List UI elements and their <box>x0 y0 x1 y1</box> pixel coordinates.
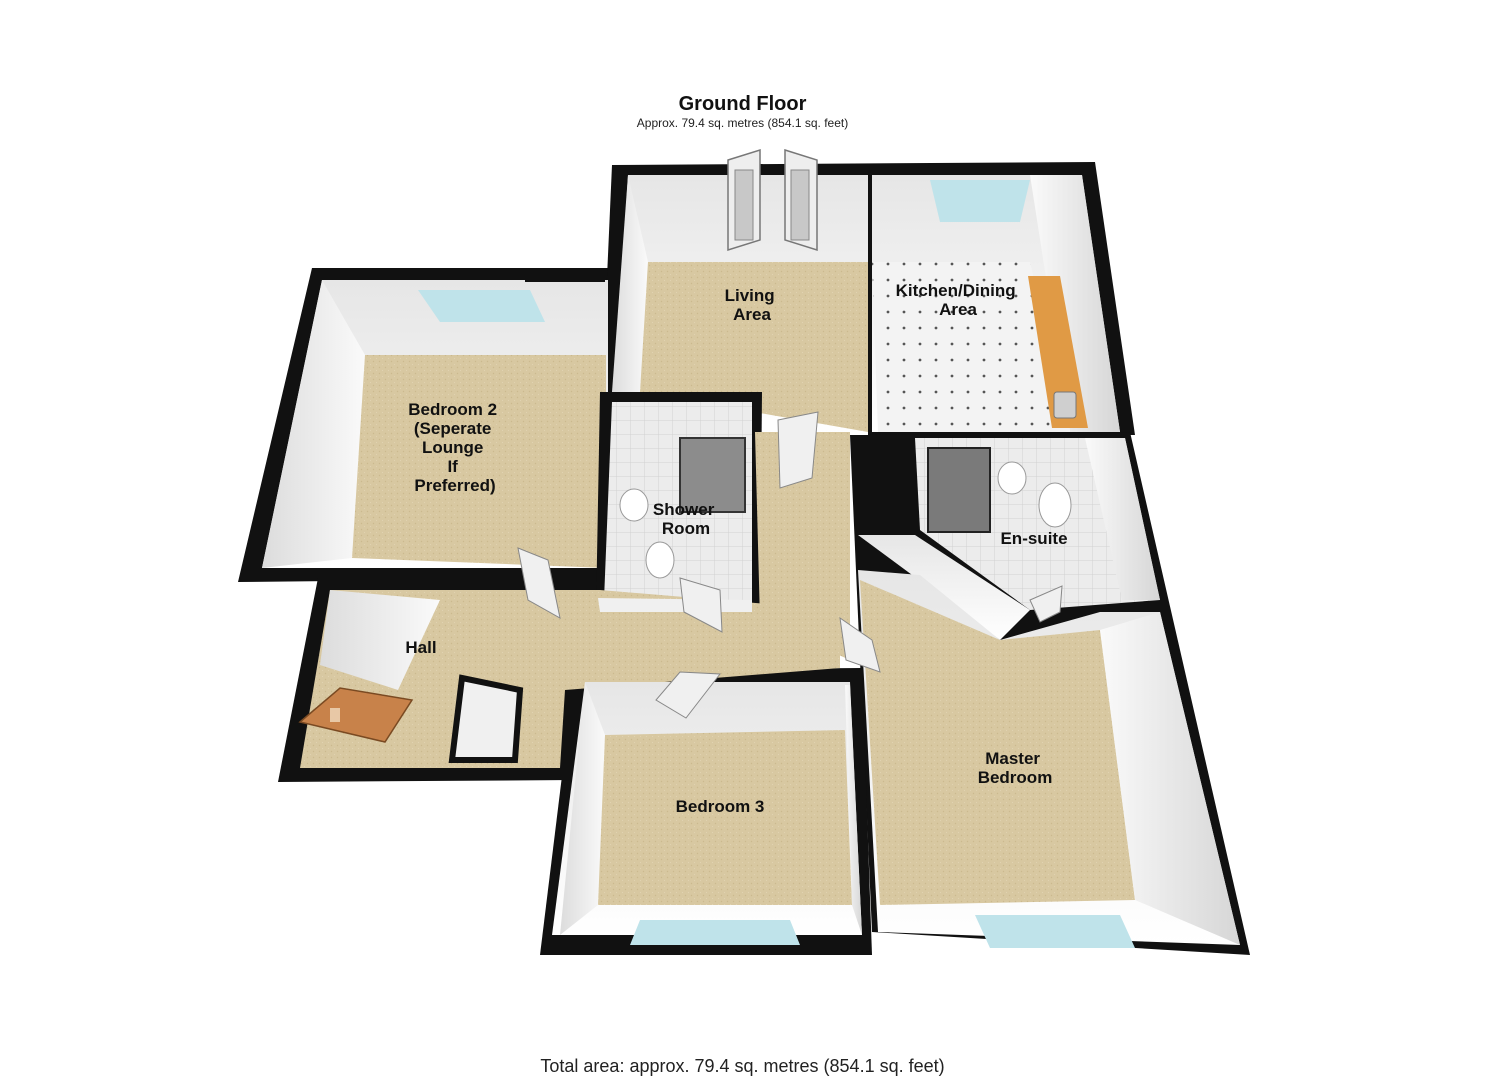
floor-header: Ground Floor Approx. 79.4 sq. metres (85… <box>0 92 1485 131</box>
label-living-area: Living Area <box>725 286 780 324</box>
door-shower <box>679 577 723 633</box>
toilet-icon <box>645 541 675 579</box>
label-line: Area <box>939 300 977 319</box>
interior-doors <box>517 411 1063 673</box>
room-labels: Living Area Kitchen/Dining Area Bedroom … <box>405 281 1067 816</box>
room-en-suite <box>858 438 1160 640</box>
label-en-suite: En-suite <box>1000 529 1067 548</box>
window-kitchen <box>930 180 1030 222</box>
sink-icon <box>1053 391 1077 419</box>
hall-cupboard <box>448 674 524 763</box>
floor-area: Approx. 79.4 sq. metres (854.1 sq. feet) <box>636 116 849 130</box>
label-line: (Seperate <box>414 419 491 438</box>
room-hall <box>298 432 850 768</box>
door-living <box>777 411 819 489</box>
door-en-suite <box>1029 585 1063 623</box>
label-kitchen: Kitchen/Dining Area <box>896 281 1021 319</box>
front-door-icon <box>298 687 414 743</box>
label-hall: Hall <box>405 638 436 657</box>
ensuite-shower <box>927 447 991 533</box>
label-line: If <box>447 457 458 476</box>
label-line: Bedroom <box>978 768 1053 787</box>
label-line: Bedroom 3 <box>676 797 765 816</box>
room-living-area <box>612 148 868 435</box>
window-bedroom-2 <box>418 290 545 322</box>
label-line: Hall <box>405 638 436 657</box>
room-kitchen-dining <box>872 175 1120 432</box>
label-line: Kitchen/Dining <box>896 281 1016 300</box>
total-area: Total area: approx. 79.4 sq. metres (854… <box>540 1056 945 1076</box>
basin-icon <box>619 488 649 522</box>
label-master-bedroom: Master Bedroom <box>978 749 1053 787</box>
ensuite-toilet-icon <box>1038 482 1072 528</box>
door-bedroom-2 <box>517 547 561 619</box>
label-bedroom-3: Bedroom 3 <box>676 797 765 816</box>
shower-enclosure <box>679 437 746 513</box>
floor-title: Ground Floor <box>678 93 807 115</box>
label-line: En-suite <box>1000 529 1067 548</box>
label-line: Living <box>725 286 775 305</box>
label-line: Room <box>662 519 710 538</box>
room-master-bedroom <box>858 570 1240 948</box>
ensuite-basin-icon <box>997 461 1027 495</box>
french-doors-icon <box>727 148 818 252</box>
worktop <box>1028 276 1088 428</box>
label-bedroom-2: Bedroom 2 (Seperate Lounge If Preferred) <box>408 400 502 495</box>
room-bedroom-2 <box>262 270 608 568</box>
room-bedroom-3 <box>552 671 862 945</box>
label-line: Bedroom 2 <box>408 400 497 419</box>
label-line: Area <box>733 305 771 324</box>
label-line: Shower <box>653 500 715 519</box>
label-line: Master <box>985 749 1040 768</box>
door-master <box>839 616 881 673</box>
door-bedroom-3 <box>655 671 721 719</box>
label-shower-room: Shower Room <box>653 500 719 538</box>
room-shower <box>596 392 762 612</box>
window-bedroom-3 <box>630 920 800 945</box>
window-master <box>975 915 1135 948</box>
label-line: Lounge <box>422 438 483 457</box>
label-line: Preferred) <box>414 476 495 495</box>
